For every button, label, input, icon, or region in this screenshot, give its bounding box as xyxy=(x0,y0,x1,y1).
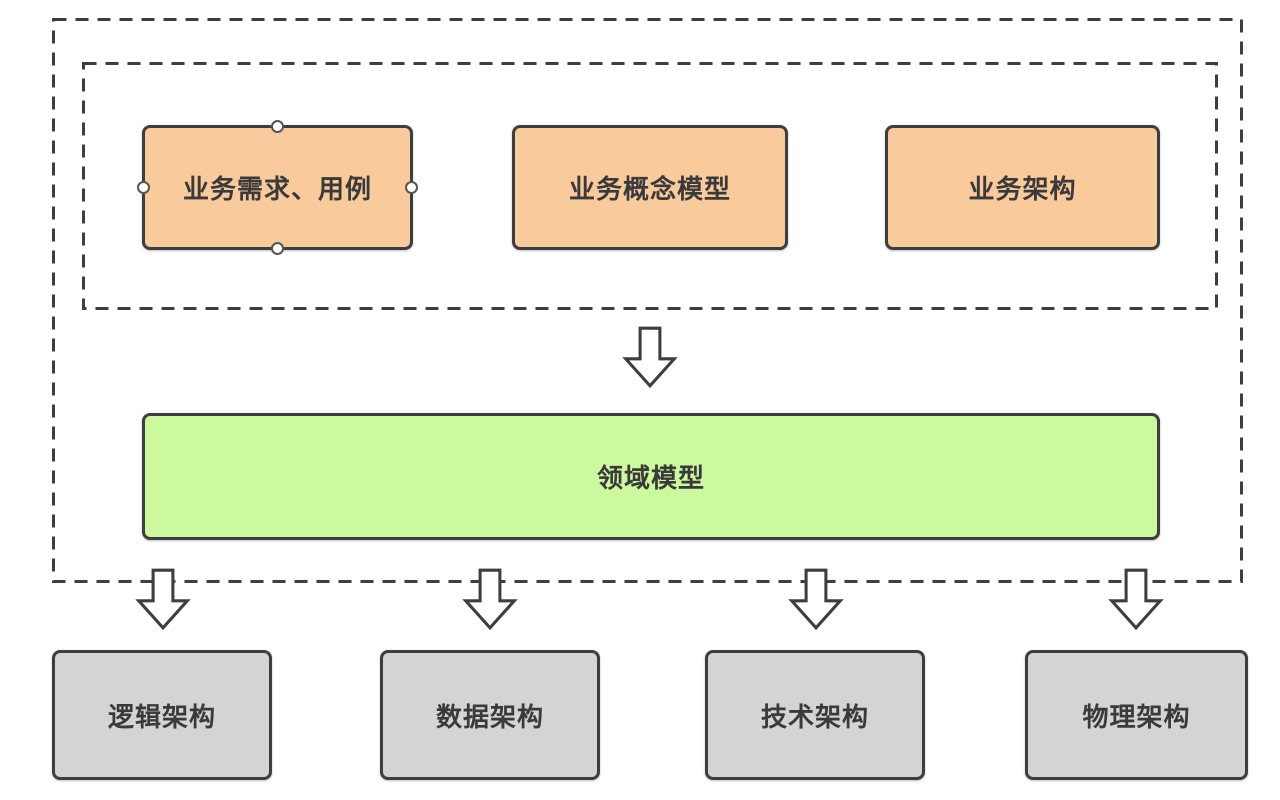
selection-handle-bottom[interactable] xyxy=(271,242,284,255)
shape-business-architecture[interactable]: 业务架构 xyxy=(885,125,1160,250)
down-arrow-icon[interactable] xyxy=(788,566,844,632)
shape-technical-architecture[interactable]: 技术架构 xyxy=(705,650,925,780)
down-arrow-icon[interactable] xyxy=(622,324,678,390)
shape-logical-architecture[interactable]: 逻辑架构 xyxy=(52,650,272,780)
down-arrow-icon[interactable] xyxy=(135,566,191,632)
shape-label: 业务需求、用例 xyxy=(182,174,372,204)
business-layer-boundary[interactable] xyxy=(82,62,1218,310)
shape-data-architecture[interactable]: 数据架构 xyxy=(380,650,600,780)
shape-physical-architecture[interactable]: 物理架构 xyxy=(1025,650,1248,780)
shape-label: 业务架构 xyxy=(968,174,1077,204)
down-arrow-icon[interactable] xyxy=(462,566,518,632)
shape-domain-model[interactable]: 领域模型 xyxy=(142,413,1160,540)
shape-label: 逻辑架构 xyxy=(107,701,216,732)
shape-business-requirements[interactable]: 业务需求、用例 xyxy=(137,120,418,255)
selection-handle-top[interactable] xyxy=(271,120,284,133)
outer-group-boundary[interactable] xyxy=(52,18,1243,583)
shape-label: 技术架构 xyxy=(760,701,869,732)
selection-handle-left[interactable] xyxy=(137,181,150,194)
down-arrow-icon[interactable] xyxy=(1108,566,1164,632)
shape-business-concept-model[interactable]: 业务概念模型 xyxy=(512,125,788,250)
shape-label: 领域模型 xyxy=(596,463,705,493)
shape-label: 物理架构 xyxy=(1082,701,1191,732)
shape-label: 业务概念模型 xyxy=(568,174,731,204)
shape-label: 数据架构 xyxy=(435,701,544,732)
selection-handle-right[interactable] xyxy=(405,181,418,194)
